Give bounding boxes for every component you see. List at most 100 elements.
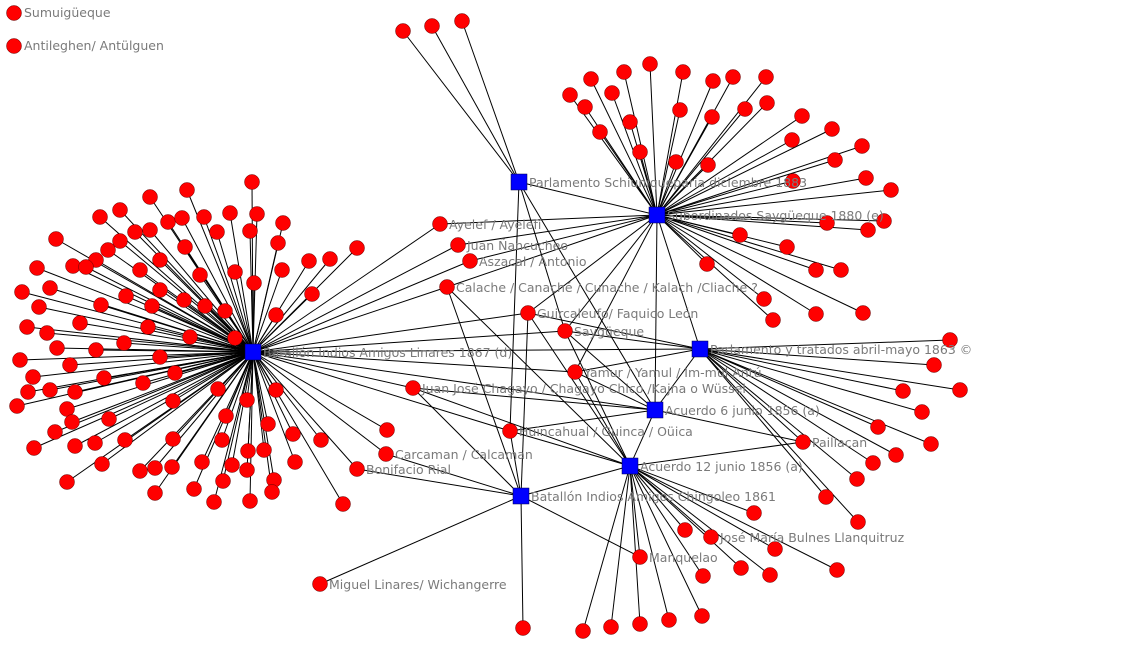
actor-node[interactable] (164, 459, 180, 475)
actor-node[interactable] (756, 291, 772, 307)
actor-node[interactable] (49, 340, 65, 356)
actor-node[interactable] (214, 432, 230, 448)
actor-node[interactable] (808, 306, 824, 322)
actor-node[interactable] (379, 422, 395, 438)
actor-node[interactable] (275, 215, 291, 231)
actor-node[interactable] (62, 357, 78, 373)
actor-node[interactable] (227, 330, 243, 346)
actor-node[interactable] (179, 182, 195, 198)
event-node[interactable] (621, 457, 639, 475)
actor-node[interactable] (127, 224, 143, 240)
actor-node[interactable] (322, 251, 338, 267)
actor-node[interactable] (196, 209, 212, 225)
actor-node[interactable] (239, 392, 255, 408)
actor-node[interactable] (197, 298, 213, 314)
actor-node[interactable] (855, 305, 871, 321)
actor-node[interactable] (147, 485, 163, 501)
actor-node[interactable] (270, 235, 286, 251)
actor-node[interactable] (705, 73, 721, 89)
actor-node[interactable] (147, 460, 163, 476)
actor-node[interactable] (632, 549, 648, 565)
actor-node[interactable] (833, 262, 849, 278)
actor-node[interactable] (29, 260, 45, 276)
actor-node[interactable] (116, 335, 132, 351)
event-node[interactable] (510, 173, 528, 191)
actor-node[interactable] (256, 442, 272, 458)
actor-node[interactable] (378, 446, 394, 462)
actor-node[interactable] (395, 23, 411, 39)
actor-node[interactable] (194, 454, 210, 470)
actor-node[interactable] (20, 384, 36, 400)
actor-node[interactable] (695, 568, 711, 584)
actor-node[interactable] (42, 280, 58, 296)
actor-node[interactable] (268, 382, 284, 398)
actor-node[interactable] (177, 239, 193, 255)
actor-node[interactable] (432, 216, 448, 232)
actor-node[interactable] (135, 375, 151, 391)
actor-node[interactable] (268, 307, 284, 323)
actor-node[interactable] (515, 620, 531, 636)
actor-node[interactable] (206, 494, 222, 510)
actor-node[interactable] (42, 382, 58, 398)
actor-node[interactable] (914, 404, 930, 420)
actor-node[interactable] (132, 262, 148, 278)
actor-node[interactable] (349, 461, 365, 477)
actor-node[interactable] (12, 352, 28, 368)
actor-node[interactable] (700, 157, 716, 173)
actor-node[interactable] (349, 240, 365, 256)
actor-node[interactable] (405, 380, 421, 396)
actor-node[interactable] (100, 242, 116, 258)
actor-node[interactable] (26, 440, 42, 456)
actor-node[interactable] (926, 357, 942, 373)
actor-node[interactable] (876, 213, 892, 229)
actor-node[interactable] (174, 210, 190, 226)
actor-node[interactable] (860, 222, 876, 238)
actor-node[interactable] (59, 401, 75, 417)
actor-node[interactable] (93, 297, 109, 313)
event-node[interactable] (512, 487, 530, 505)
actor-node[interactable] (439, 279, 455, 295)
actor-node[interactable] (854, 138, 870, 154)
event-node[interactable] (244, 343, 262, 361)
actor-node[interactable] (65, 258, 81, 274)
actor-node[interactable] (604, 85, 620, 101)
actor-node[interactable] (520, 305, 536, 321)
actor-node[interactable] (240, 443, 256, 459)
actor-node[interactable] (142, 189, 158, 205)
actor-node[interactable] (312, 576, 328, 592)
actor-node[interactable] (462, 253, 478, 269)
actor-node[interactable] (746, 505, 762, 521)
actor-node[interactable] (883, 182, 899, 198)
actor-node[interactable] (824, 121, 840, 137)
actor-node[interactable] (67, 438, 83, 454)
actor-node[interactable] (870, 419, 886, 435)
actor-node[interactable] (758, 69, 774, 85)
actor-node[interactable] (592, 124, 608, 140)
actor-node[interactable] (209, 224, 225, 240)
actor-node[interactable] (239, 462, 255, 478)
event-node[interactable] (646, 401, 664, 419)
actor-node[interactable] (784, 132, 800, 148)
actor-node[interactable] (725, 69, 741, 85)
actor-node[interactable] (502, 423, 518, 439)
actor-node[interactable] (661, 612, 677, 628)
actor-node[interactable] (94, 456, 110, 472)
actor-node[interactable] (677, 522, 693, 538)
actor-node[interactable] (144, 298, 160, 314)
actor-node[interactable] (285, 426, 301, 442)
actor-node[interactable] (732, 227, 748, 243)
actor-node[interactable] (92, 209, 108, 225)
actor-node[interactable] (819, 215, 835, 231)
actor-node[interactable] (31, 299, 47, 315)
actor-node[interactable] (557, 323, 573, 339)
actor-node[interactable] (215, 473, 231, 489)
actor-node[interactable] (246, 275, 262, 291)
actor-node[interactable] (575, 623, 591, 639)
actor-node[interactable] (14, 284, 30, 300)
actor-node[interactable] (450, 237, 466, 253)
actor-node[interactable] (895, 383, 911, 399)
actor-node[interactable] (59, 474, 75, 490)
actor-node[interactable] (795, 434, 811, 450)
actor-node[interactable] (210, 381, 226, 397)
actor-node[interactable] (165, 393, 181, 409)
